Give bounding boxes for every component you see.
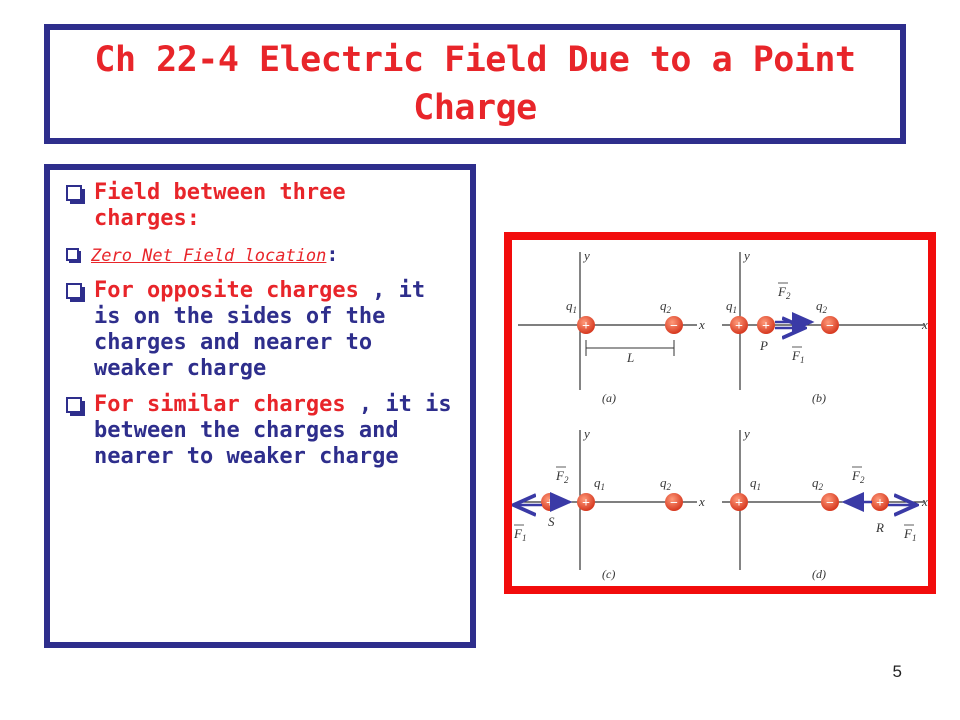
label-q2: q2: [816, 298, 828, 315]
minus-sign: −: [826, 319, 834, 334]
caption-c: (c): [602, 567, 615, 581]
bullet-opposite-charges: For opposite charges , it is on the side…: [66, 278, 458, 382]
charge-q2: [821, 493, 839, 511]
label-F2: F2: [555, 468, 569, 485]
x-axis-label: x: [921, 317, 928, 332]
content-box: Field between three charges: Zero Net Fi…: [44, 164, 476, 648]
opposite-charges-label: For opposite charges: [94, 278, 359, 303]
charge-q1: [730, 316, 748, 334]
plus-sign: +: [876, 496, 884, 511]
checkbox-bullet-icon: [66, 397, 85, 416]
label-F1: F1: [513, 526, 526, 543]
panel-c: y x + + − F2 q1 q2 S F1 (c): [513, 426, 705, 581]
label-q1: q1: [726, 298, 737, 315]
charge-q2: [665, 493, 683, 511]
label-q2: q2: [660, 475, 672, 492]
caption-a: (a): [602, 391, 616, 405]
y-axis-label: y: [582, 248, 590, 263]
charge-R: [871, 493, 889, 511]
charge-q2: [821, 316, 839, 334]
label-q2: q2: [812, 475, 824, 492]
similar-charges-label: For similar charges: [94, 392, 346, 417]
label-P: P: [759, 338, 768, 353]
plus-sign: +: [735, 496, 743, 511]
label-R: R: [875, 520, 884, 535]
plus-sign: +: [735, 319, 743, 334]
label-q1: q1: [566, 298, 577, 315]
label-q1: q1: [750, 475, 761, 492]
plus-sign: +: [582, 496, 590, 511]
minus-sign: −: [826, 496, 834, 511]
similar-charges-text: , it is between the charges and nearer t…: [94, 392, 452, 469]
minus-sign: −: [670, 496, 678, 511]
bullet-field-three-charges: Field between three charges:: [66, 180, 458, 232]
bullet-similar-charges: For similar charges , it is between the …: [66, 392, 458, 470]
caption-d: (d): [812, 567, 826, 581]
label-F1: F1: [791, 348, 804, 365]
plus-sign: +: [762, 319, 770, 334]
bullet-zero-field: Zero Net Field location:: [66, 242, 458, 268]
y-axis-label: y: [582, 426, 590, 441]
label-q1: q1: [594, 475, 605, 492]
label-L: L: [626, 350, 634, 365]
x-axis-label: x: [698, 317, 705, 332]
y-axis-label: y: [742, 426, 750, 441]
plus-sign: +: [582, 319, 590, 334]
minus-sign: −: [670, 319, 678, 334]
plus-sign: +: [546, 496, 554, 511]
charge-q1: [577, 493, 595, 511]
opposite-charges-text: , it is on the sides of the charges and …: [94, 278, 426, 381]
charge-q1: [730, 493, 748, 511]
slide-title: Ch 22-4 Electric Field Due to a Point Ch…: [94, 40, 856, 128]
panel-b: y x + + − q1 q2 F2 P F1 (b): [722, 248, 928, 405]
panel-d: y x + − + q1 q2 F2 R F1 (d): [722, 426, 928, 581]
title-box: Ch 22-4 Electric Field Due to a Point Ch…: [44, 24, 906, 144]
label-F2: F2: [851, 468, 865, 485]
zero-net-field-label: Zero Net Field location: [91, 246, 327, 266]
label-F1: F1: [903, 526, 916, 543]
x-axis-label: x: [698, 494, 705, 509]
caption-b: (b): [812, 391, 826, 405]
charges-diagram: y x + − q1 q2 L (a) y x + + −: [512, 248, 928, 581]
checkbox-bullet-icon: [66, 248, 81, 263]
label-S: S: [548, 514, 555, 529]
label-F2: F2: [777, 284, 791, 301]
charge-q1: [577, 316, 595, 334]
colon: :: [326, 242, 339, 266]
charge-P: [757, 316, 775, 334]
bullet-text: Field between three charges:: [94, 180, 346, 231]
charge-q2: [665, 316, 683, 334]
panel-a: y x + − q1 q2 L (a): [518, 248, 705, 405]
checkbox-bullet-icon: [66, 185, 85, 204]
page-number: 5: [892, 662, 902, 681]
checkbox-bullet-icon: [66, 283, 85, 302]
label-q2: q2: [660, 298, 672, 315]
x-axis-label: x: [921, 494, 928, 509]
charges-figure: y x + − q1 q2 L (a) y x + + −: [504, 232, 936, 594]
y-axis-label: y: [742, 248, 750, 263]
